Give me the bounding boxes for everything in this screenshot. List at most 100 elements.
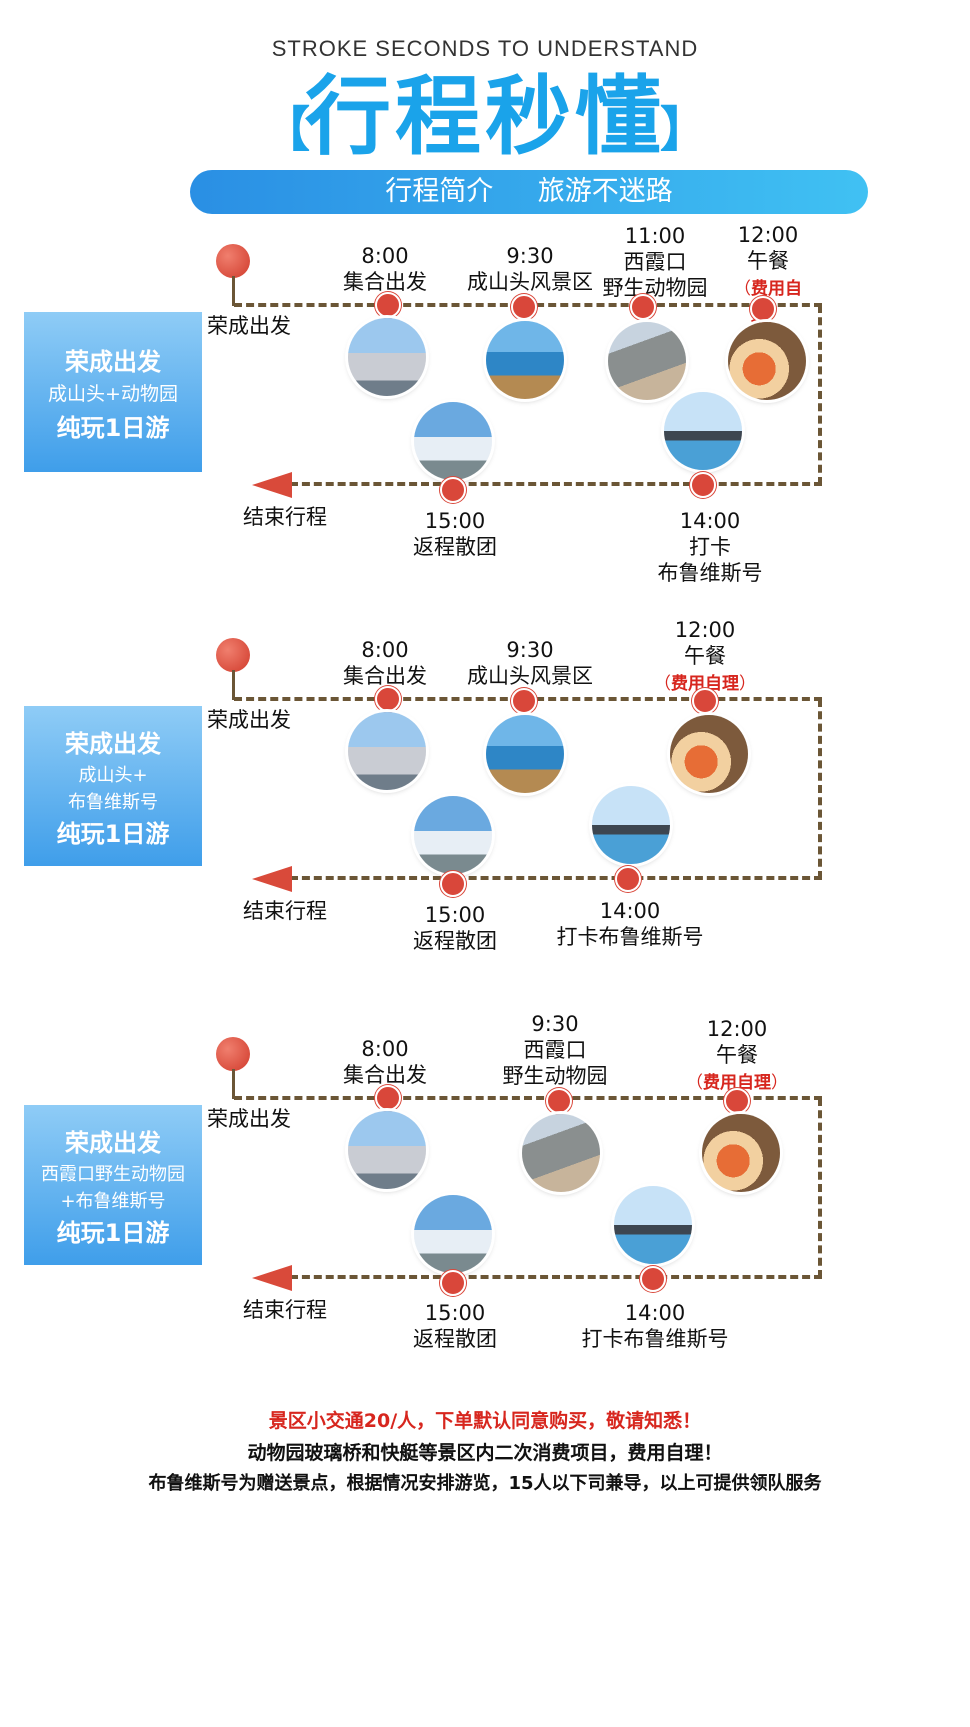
stop-name: 集合出发 <box>343 270 427 294</box>
stop-time: 14:00 <box>599 899 661 923</box>
route-bottom-line <box>290 482 822 486</box>
departure-photo <box>348 712 426 790</box>
departure-photo <box>348 1111 426 1189</box>
stop-name: 打卡布鲁维斯号 <box>581 1327 729 1351</box>
stop-2: 9:30 成山头风景区 <box>455 243 605 295</box>
route-1-side-box: 荣成出发 成山头+动物园 纯玩1日游 <box>24 312 202 472</box>
stop-name-2: 野生动物园 <box>502 1064 608 1088</box>
stop-name: 集合出发 <box>343 1063 427 1087</box>
stop-2: 9:30 成山头风景区 <box>455 637 605 689</box>
stop-1: 8:00 集合出发 <box>330 243 440 295</box>
stop-name-2: 布鲁维斯号 <box>657 561 763 585</box>
stop-name: 午餐 <box>684 644 726 668</box>
pin-stem <box>232 1069 235 1099</box>
stop-marker <box>630 294 656 320</box>
ship-photo <box>664 392 742 470</box>
stop-3: 11:00 西霞口 野生动物园 <box>595 223 715 301</box>
route-3-side-box: 荣成出发 西霞口野生动物园 +布鲁维斯号 纯玩1日游 <box>24 1105 202 1265</box>
stop-time: 9:30 <box>506 244 554 268</box>
stop-name: 返程散团 <box>413 535 497 559</box>
stop-marker <box>750 296 776 322</box>
stop-note: 费用自理 <box>671 674 739 694</box>
route-top-line <box>234 1096 822 1100</box>
stop-3: 12:00 午餐 （费用自理） <box>650 617 760 697</box>
lunch-photo <box>728 322 806 400</box>
ship-photo <box>614 1186 692 1264</box>
stop-time: 12:00 <box>737 223 799 247</box>
stop-marker <box>375 686 401 712</box>
end-label: 结束行程 <box>243 1298 327 1322</box>
stop-marker <box>640 1266 666 1292</box>
footer-notice-red: 景区小交通20/人，下单默认同意购买，敬请知悉！ <box>268 1410 702 1432</box>
route-bottom-line <box>290 1275 822 1279</box>
stop-1: 8:00 集合出发 <box>330 1036 440 1088</box>
stop-time: 8:00 <box>361 1037 409 1061</box>
stop-name: 打卡布鲁维斯号 <box>556 925 704 949</box>
stop-3: 12:00 午餐 （费用自理） <box>682 1016 792 1096</box>
stop-name: 集合出发 <box>343 664 427 688</box>
banner-left-text: 行程简介 <box>385 176 494 207</box>
departure-photo <box>348 318 426 396</box>
stop-4: 12:00 午餐 （费用自理） <box>718 222 818 330</box>
side-title: 荣成出发 <box>65 348 161 376</box>
pin-stem <box>232 670 235 700</box>
bus-photo <box>414 796 492 874</box>
stop-time: 12:00 <box>674 618 736 642</box>
side-tag: 纯玩1日游 <box>56 1218 170 1247</box>
stop-time: 15:00 <box>424 1301 486 1325</box>
side-spots: 成山头+动物园 <box>48 382 178 405</box>
note-paren: （ <box>654 674 671 694</box>
stop-time: 15:00 <box>424 903 486 927</box>
footer-notice-3: 布鲁维斯号为赠送景点，根据情况安排游览，15人以下司兼导，以上可提供领队服务 <box>148 1473 822 1494</box>
bus-photo <box>414 1195 492 1273</box>
stop-name: 西霞口 <box>523 1038 587 1062</box>
stop-time: 12:00 <box>706 1017 768 1041</box>
stop-marker <box>692 688 718 714</box>
note-paren: ） <box>739 674 756 694</box>
stop-marker <box>511 688 537 714</box>
stop-2: 9:30 西霞口 野生动物园 <box>490 1011 620 1089</box>
intro-banner: 行程简介 旅游不迷路 <box>190 170 868 214</box>
lunch-photo <box>670 715 748 793</box>
stop-time: 15:00 <box>424 509 486 533</box>
stop-marker <box>440 871 466 897</box>
note-paren: （ <box>734 279 751 299</box>
chengshantou-photo <box>486 321 564 399</box>
start-label: 荣成出发 <box>207 708 291 732</box>
stop-marker <box>375 1085 401 1111</box>
stop-time: 9:30 <box>506 638 554 662</box>
stop-name: 返程散团 <box>413 1327 497 1351</box>
ship-photo <box>592 786 670 864</box>
route-right-line <box>818 699 822 879</box>
stop-5: 15:00 返程散团 <box>400 902 510 954</box>
note-paren: ） <box>771 1073 788 1093</box>
stop-marker <box>440 477 466 503</box>
stop-name-2: 野生动物园 <box>602 276 708 300</box>
stop-note: 费用自理 <box>703 1073 771 1093</box>
end-arrow-icon <box>252 866 292 892</box>
route-right-line <box>818 1098 822 1278</box>
stop-6: 15:00 返程散团 <box>400 508 510 560</box>
start-pin-icon <box>216 638 250 672</box>
side-spots: 西霞口野生动物园 <box>41 1163 185 1185</box>
route-right-line <box>818 305 822 485</box>
start-pin-icon <box>216 244 250 278</box>
side-title: 荣成出发 <box>65 730 161 758</box>
end-arrow-icon <box>252 1265 292 1291</box>
route-2-side-box: 荣成出发 成山头+ 布鲁维斯号 纯玩1日游 <box>24 706 202 866</box>
end-label: 结束行程 <box>243 899 327 923</box>
start-pin-icon <box>216 1037 250 1071</box>
side-title: 荣成出发 <box>65 1129 161 1157</box>
stop-time: 9:30 <box>531 1012 579 1036</box>
stop-time: 8:00 <box>361 638 409 662</box>
stop-name: 成山头风景区 <box>467 270 593 294</box>
bus-photo <box>414 402 492 480</box>
side-tag: 纯玩1日游 <box>56 819 170 848</box>
title-bracket-left: 【 <box>262 102 311 158</box>
stop-marker <box>546 1088 572 1114</box>
stop-marker <box>511 294 537 320</box>
stop-name: 打卡 <box>689 535 731 559</box>
lunch-photo <box>702 1114 780 1192</box>
stop-marker <box>724 1088 750 1114</box>
side-spots-2: 布鲁维斯号 <box>68 792 158 814</box>
